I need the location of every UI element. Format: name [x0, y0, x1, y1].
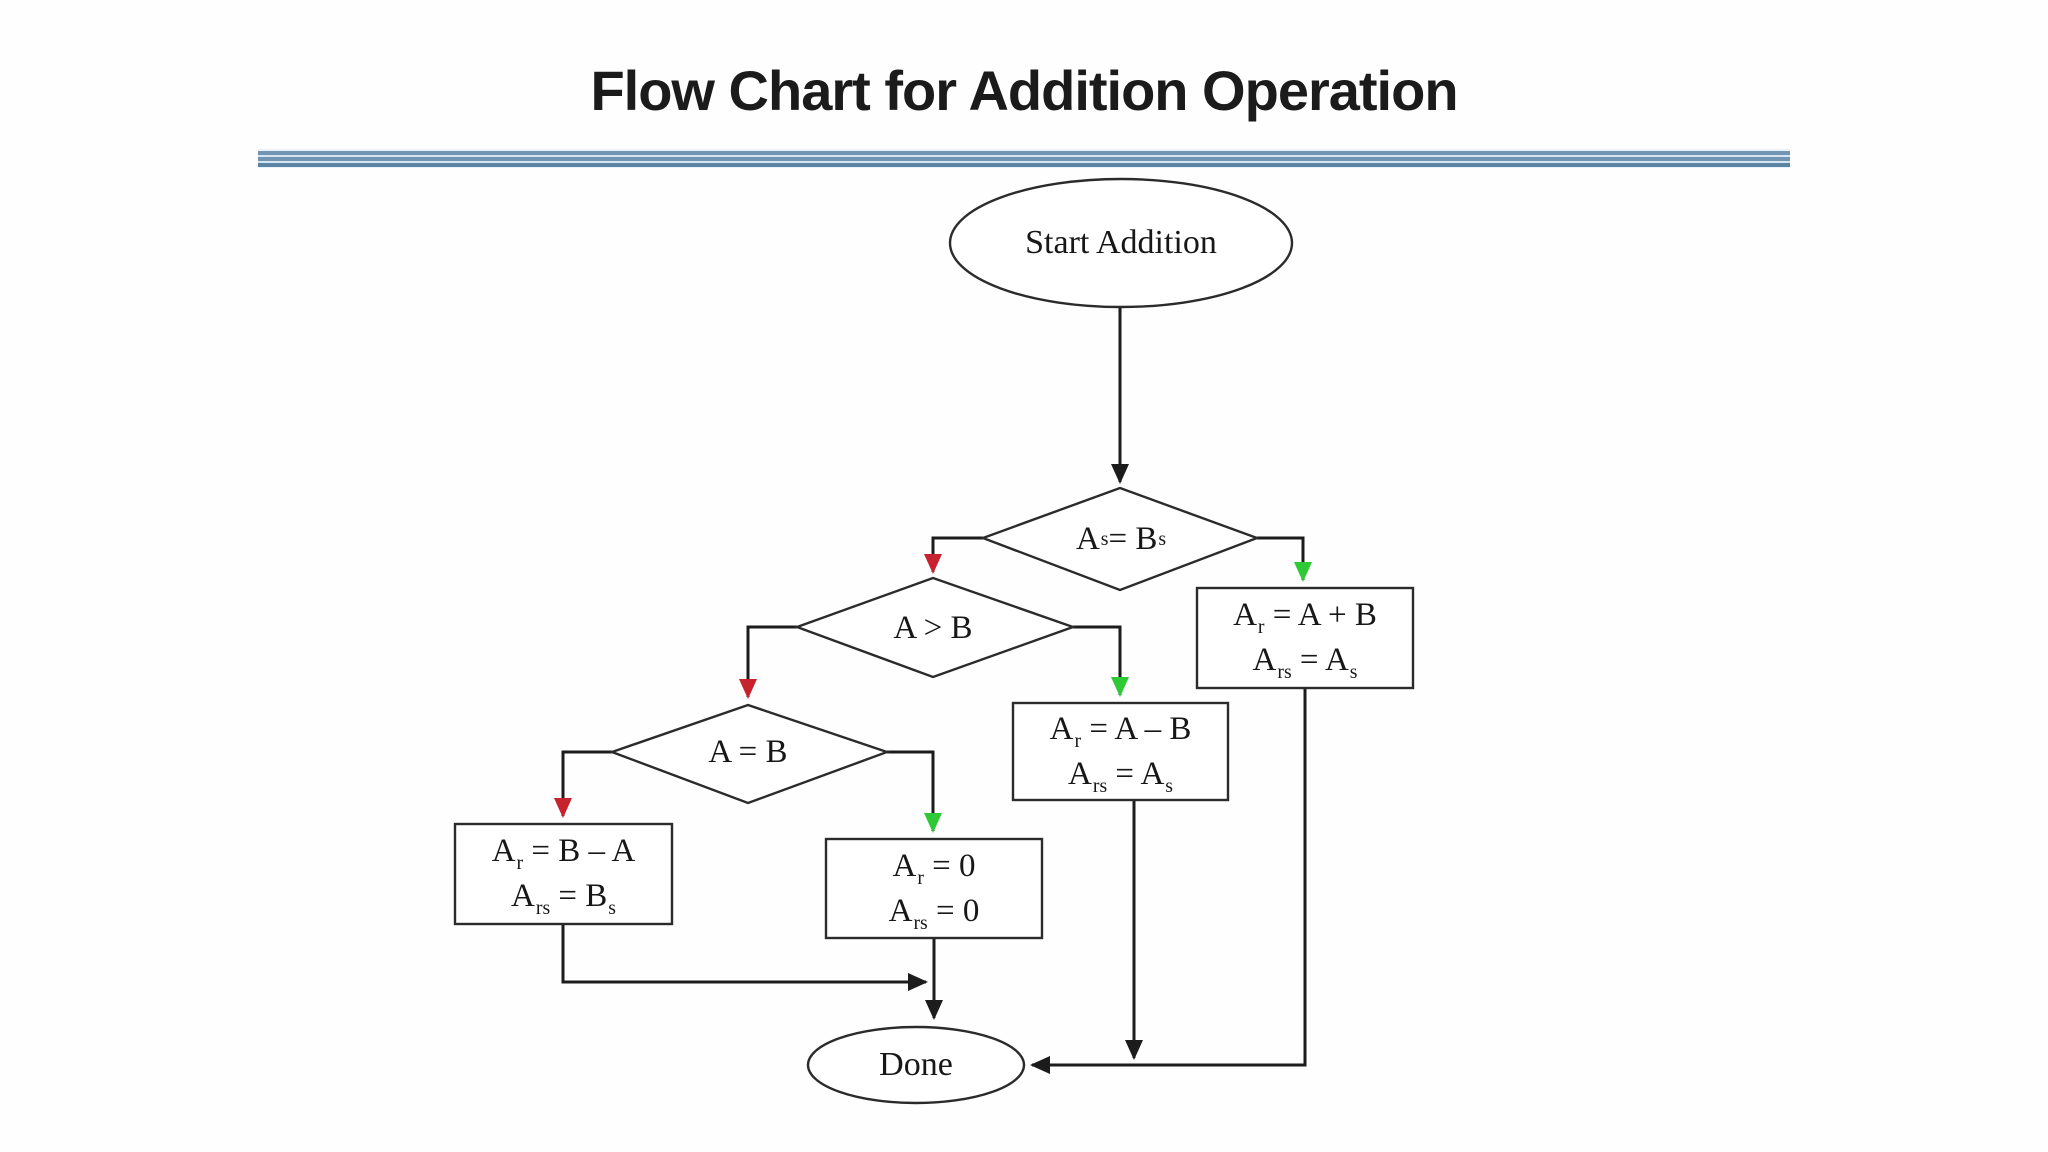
start-label: Start Addition	[1025, 223, 1217, 261]
add-l2-sub: rs	[1277, 661, 1292, 684]
zero-l1-rest: = 0	[923, 847, 976, 884]
decision-greater-check-shape	[793, 576, 1077, 679]
process-sub-ba-line2: Ars = Bs	[511, 874, 616, 919]
add-l1-rest: = A + B	[1264, 597, 1377, 633]
subab-l2-base: A	[1068, 755, 1092, 792]
page-title: Flow Chart for Addition Operation	[590, 59, 1458, 122]
add-l2-rest: = A	[1291, 642, 1349, 678]
arrow-equal-check-true	[887, 750, 942, 833]
arrow-sign-check-true	[1257, 536, 1312, 582]
zero-l1-base: A	[892, 847, 917, 884]
process-add-line2: Ars = As	[1253, 638, 1358, 683]
process-add-line1: Ar = A + B	[1233, 593, 1377, 638]
subba-l2-rest: = B	[550, 878, 608, 914]
decision-greater-check-label: A > B	[893, 609, 973, 646]
subab-l2-rest: = A	[1107, 755, 1165, 792]
arrow-sign-check-false	[924, 536, 983, 574]
sign-check-mid: = B	[1108, 520, 1158, 557]
process-sub-ab-line1: Ar = A – B	[1050, 707, 1192, 752]
process-sub-ba-line1: Ar = B – A	[492, 829, 636, 874]
add-l2-base: A	[1252, 642, 1277, 678]
arrow-equal-check-false	[554, 750, 612, 818]
zero-l1-sub: r	[917, 866, 924, 889]
add-l1-sub: r	[1257, 616, 1265, 639]
zero-l2-sub: rs	[913, 911, 928, 934]
process-sub-ba-label: Ar = B – A Ars = Bs	[455, 824, 672, 924]
process-zero-shape	[824, 837, 1044, 940]
subab-l1-sub: r	[1074, 729, 1082, 752]
subba-l2-base: A	[511, 878, 535, 914]
subba-l2-sub2: s	[608, 897, 616, 920]
process-add-label: Ar = A + B Ars = As	[1197, 588, 1413, 688]
decision-sign-check-shape	[979, 486, 1261, 592]
process-zero-line1: Ar = 0	[892, 844, 975, 889]
subba-l1-rest: = B – A	[523, 833, 636, 869]
arrow-greater-check-true	[1073, 625, 1129, 697]
decision-equal-check-shape	[608, 703, 891, 805]
subba-l2-sub: rs	[535, 897, 551, 920]
process-zero-line2: Ars = 0	[889, 889, 980, 934]
process-zero-label: Ar = 0 Ars = 0	[826, 839, 1042, 938]
subab-l1-base: A	[1049, 710, 1074, 747]
zero-l2-rest: = 0	[927, 892, 980, 929]
arrow-greater-check-false	[739, 625, 797, 699]
done-label: Done	[879, 1045, 953, 1083]
process-sub-ba-shape	[453, 822, 674, 926]
subba-l1-sub: r	[516, 852, 524, 875]
decision-equal-check-label: A = B	[708, 733, 788, 770]
start-terminator-shape	[948, 177, 1294, 309]
add-l2-sub2: s	[1349, 661, 1358, 684]
sign-check-base-a: A	[1075, 520, 1100, 557]
arrow-box-ba-to-junction	[561, 924, 928, 991]
subab-l1-rest: = A – B	[1081, 710, 1192, 747]
subba-l1-base: A	[491, 833, 516, 869]
process-sub-ab-label: Ar = A – B Ars = As	[1013, 703, 1228, 800]
process-add-shape	[1195, 586, 1415, 690]
arrow-box-add-to-done	[1030, 688, 1307, 1074]
process-sub-ab-shape	[1011, 701, 1230, 802]
process-sub-ab-line2: Ars = As	[1068, 752, 1173, 797]
subab-l2-sub: rs	[1092, 774, 1108, 797]
done-terminator-shape	[806, 1025, 1026, 1105]
title-separator	[258, 149, 1790, 168]
zero-l2-base: A	[888, 892, 913, 929]
subab-l2-sub2: s	[1165, 774, 1173, 797]
add-l1-base: A	[1233, 597, 1257, 633]
